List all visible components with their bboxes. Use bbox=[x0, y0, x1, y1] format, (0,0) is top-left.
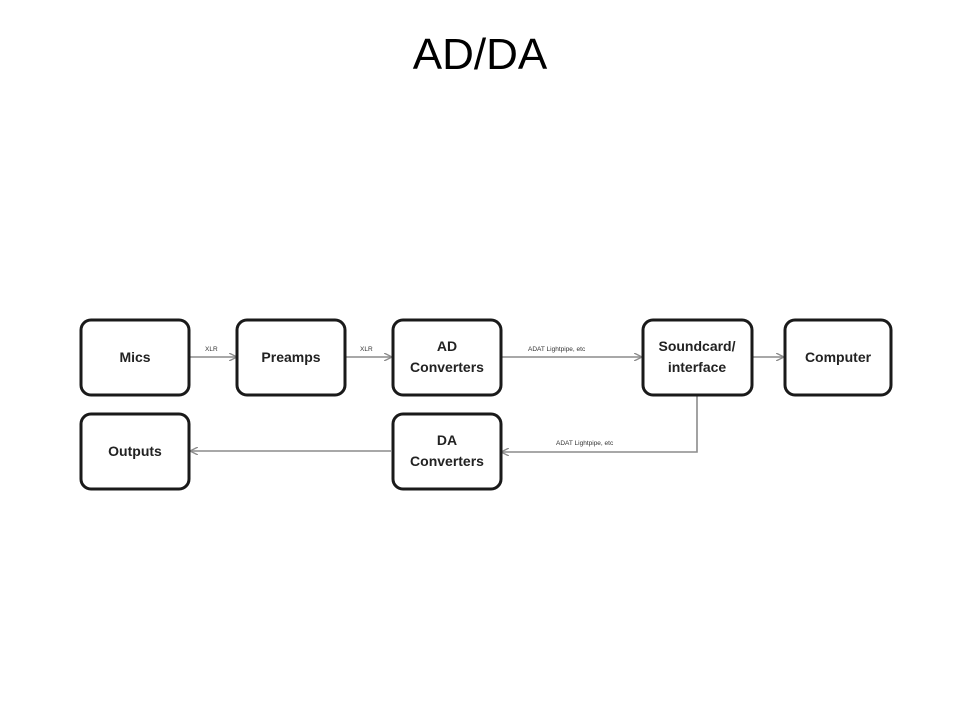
node-computer: Computer bbox=[783, 318, 893, 397]
node-da-label-line1: DA bbox=[437, 432, 457, 448]
node-outputs-label: Outputs bbox=[108, 443, 162, 459]
node-preamps: Preamps bbox=[235, 318, 347, 397]
node-ad-label-line2: Converters bbox=[410, 359, 484, 375]
edge-soundcard-to-da: ADAT Lightpipe, etc bbox=[502, 396, 698, 452]
edge-mics-to-preamps: XLR bbox=[189, 346, 236, 357]
node-da-label-line2: Converters bbox=[410, 453, 484, 469]
edge-label-xlr-1: XLR bbox=[205, 346, 218, 353]
node-mics-label: Mics bbox=[119, 349, 150, 365]
node-preamps-label: Preamps bbox=[261, 349, 320, 365]
node-soundcard-label-line1: Soundcard/ bbox=[658, 338, 735, 354]
edge-label-adat-1: ADAT Lightpipe, etc bbox=[528, 346, 586, 353]
node-ad-label-line1: AD bbox=[437, 338, 457, 354]
node-ad-converters: AD Converters bbox=[391, 318, 503, 397]
node-mics: Mics bbox=[79, 318, 191, 397]
node-soundcard-interface: Soundcard/ interface bbox=[641, 318, 754, 397]
slide-title: AD/DA bbox=[412, 30, 548, 79]
node-outputs: Outputs bbox=[79, 412, 191, 491]
edge-label-adat-2: ADAT Lightpipe, etc bbox=[556, 440, 614, 447]
edge-preamps-to-ad: XLR bbox=[345, 346, 391, 357]
node-computer-label: Computer bbox=[805, 349, 872, 365]
node-soundcard-label-line2: interface bbox=[668, 359, 727, 375]
edge-ad-to-soundcard: ADAT Lightpipe, etc bbox=[501, 346, 641, 357]
edge-label-xlr-2: XLR bbox=[360, 346, 373, 353]
node-da-converters: DA Converters bbox=[391, 412, 503, 491]
